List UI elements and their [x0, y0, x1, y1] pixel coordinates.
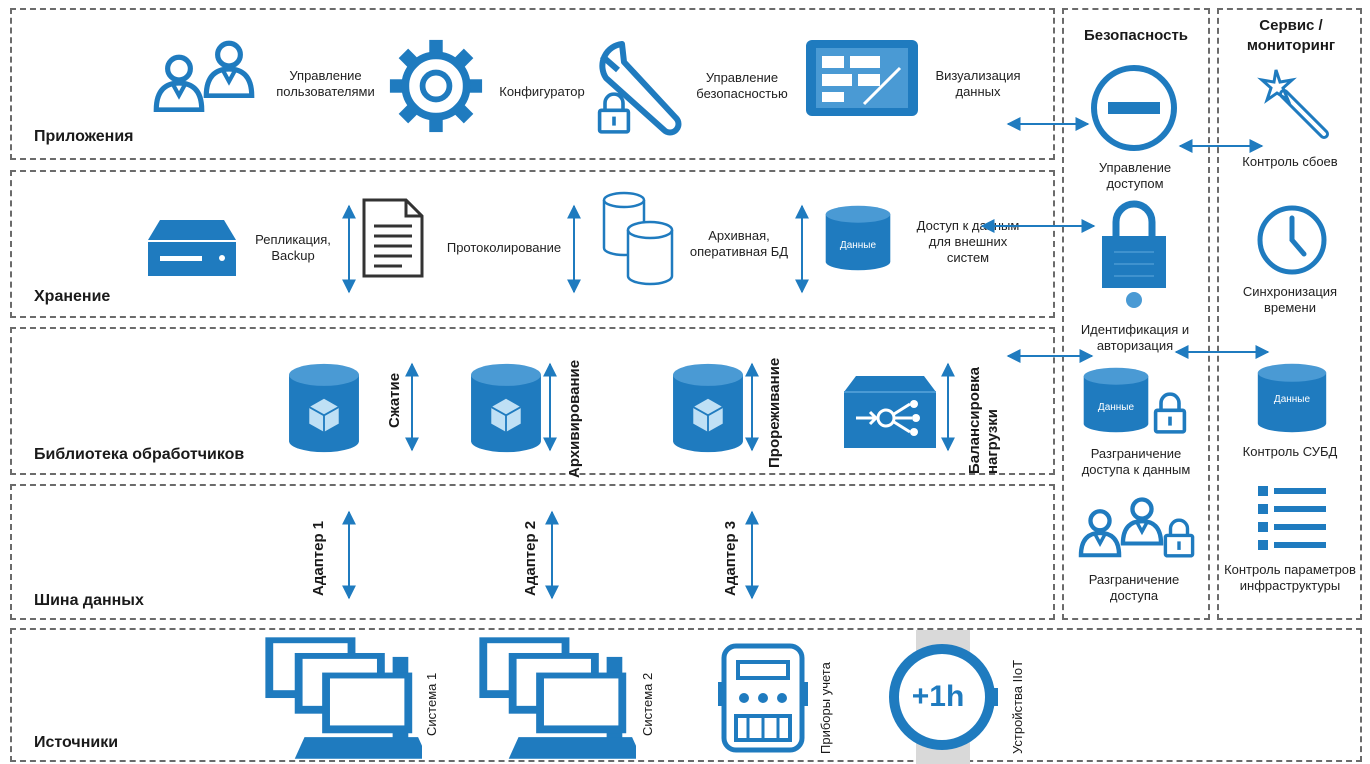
user-access-icon [1074, 492, 1168, 562]
meter-icon [718, 643, 808, 753]
security-management-label: Управление безопасностью [696, 70, 788, 101]
layer-storage-title: Хранение [34, 288, 111, 305]
thinning-label: Прореживание [766, 357, 783, 468]
iiot-label: Устройства IIoT [1010, 659, 1025, 754]
compression-cylinder-icon [288, 362, 360, 454]
layer-sources-title: Источники [34, 734, 119, 751]
access-separation-label: Разграничение доступа [1088, 572, 1180, 603]
layer-handlers-box [10, 327, 1055, 475]
data-access-db-caption: Данные [1097, 402, 1135, 413]
gear-icon [389, 39, 483, 133]
adapter-1-label: Адаптер 1 [310, 520, 327, 596]
adapter-3-label: Адаптер 3 [722, 520, 739, 596]
layer-sources-box [10, 628, 1362, 762]
user-access-lock-icon [1163, 518, 1195, 558]
archive-db-label: Архивная, оперативная БД [689, 228, 789, 259]
document-icon [362, 198, 424, 278]
infra-control-label: Контроль параметров инфраструктуры [1224, 562, 1356, 593]
wrench-icon [599, 41, 682, 136]
balancing-label: Балансировка нагрузки [966, 366, 1001, 474]
tablet-chart-icon [806, 40, 918, 116]
dbms-control-label: Контроль СУБД [1242, 444, 1338, 459]
layer-handlers-title: Библиотека обработчиков [34, 446, 245, 463]
security-title: Безопасность [1083, 27, 1189, 44]
system-2-computers-icon [479, 637, 636, 759]
data-db-caption: Данные [839, 240, 877, 251]
service-column-box [1217, 8, 1362, 620]
data-access-label: Разграничение доступа к данным [1081, 446, 1191, 477]
list-icon [1258, 486, 1326, 550]
layer-apps-title: Приложения [34, 128, 134, 145]
logging-label: Протоколирование [446, 240, 562, 255]
security-column-box [1062, 8, 1210, 620]
visualization-label: Визуализация данных [935, 68, 1021, 99]
load-balancer-icon [844, 376, 936, 448]
service-title: Сервис / мониторинг [1246, 17, 1336, 54]
users-label: Управление пользователями [276, 68, 375, 99]
thinning-cylinder-icon [672, 362, 744, 454]
users-icon [148, 36, 260, 116]
system-1-computers-icon [265, 637, 422, 759]
external-access-label: Доступ к данным для внешних систем [916, 218, 1020, 265]
padlock-icon [1102, 200, 1166, 308]
adapter-2-label: Адаптер 2 [522, 520, 539, 596]
layer-apps-box [10, 8, 1055, 160]
configurator-label: Конфигуратор [499, 84, 585, 99]
meters-label: Приборы учета [818, 662, 833, 754]
clock-icon [1257, 205, 1327, 275]
compression-label: Сжатие [386, 372, 403, 428]
failure-control-label: Контроль сбоев [1242, 154, 1338, 169]
smartwatch-icon [889, 630, 998, 764]
system-1-label: Система 1 [424, 672, 439, 736]
server-icon [148, 220, 236, 276]
identification-label: Идентификация и авторизация [1080, 322, 1190, 353]
magic-wand-icon [1257, 69, 1329, 139]
data-access-lock-icon [1153, 392, 1187, 434]
database-outline-icon [602, 191, 674, 286]
time-sync-label: Синхронизация времени [1242, 284, 1338, 315]
layer-bus-title: Шина данных [34, 592, 144, 609]
replication-label: Репликация, Backup [255, 232, 331, 263]
watch-display-text: +1h [911, 680, 965, 713]
lock-icon [597, 92, 631, 134]
system-2-label: Система 2 [640, 672, 655, 736]
no-entry-icon [1091, 65, 1177, 151]
layer-storage-box [10, 170, 1055, 318]
archiving-cylinder-icon [470, 362, 542, 454]
dbms-db-caption: Данные [1273, 394, 1311, 405]
access-control-label: Управление доступом [1098, 160, 1172, 191]
archiving-label: Архивирование [566, 359, 583, 478]
layer-bus-box [10, 484, 1055, 620]
